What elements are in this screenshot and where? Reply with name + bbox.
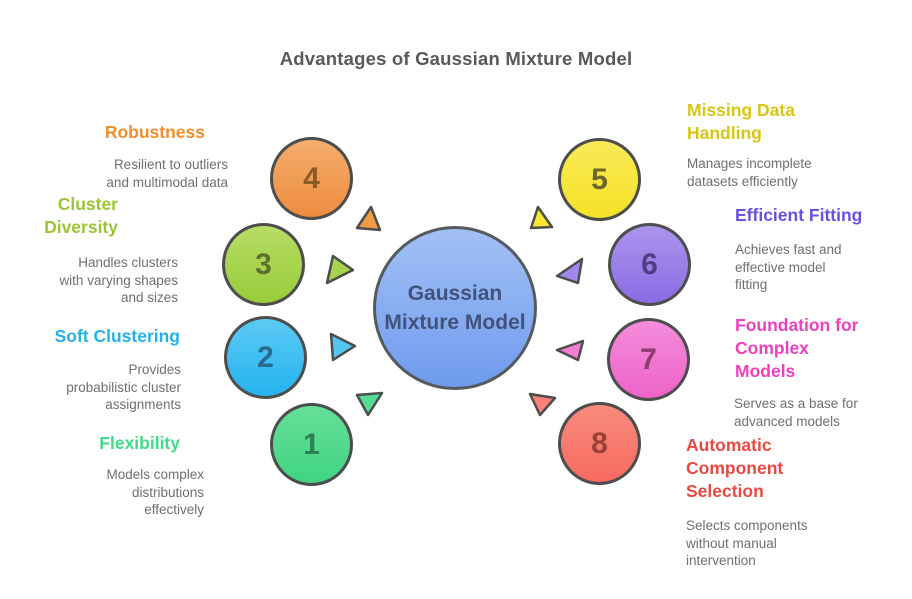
- node-number-1: 1: [303, 427, 320, 461]
- node-circle-8: 8: [558, 402, 641, 485]
- node-number-2: 2: [257, 340, 274, 374]
- node-number-3: 3: [255, 247, 272, 281]
- description-missing-data-handling: Manages incomplete datasets efficiently: [687, 156, 812, 189]
- description-robustness: Resilient to outliers and multimodal dat…: [106, 157, 228, 190]
- arrow-icon-2: [329, 332, 357, 362]
- node-circle-7: 7: [607, 318, 690, 401]
- arrow-icon-3: [325, 254, 355, 285]
- heading-robustness: Robustness: [104, 122, 205, 142]
- heading-missing-data-handling: Missing Data Handling: [687, 100, 795, 143]
- center-node-circle: Gaussian Mixture Model: [373, 226, 537, 390]
- center-node-label: Gaussian Mixture Model: [384, 282, 526, 334]
- description-efficient-fitting: Achieves fast and effective model fittin…: [735, 242, 842, 292]
- heading-soft-clustering: Soft Clustering: [54, 326, 180, 346]
- arrow-icon-4: [355, 205, 382, 232]
- description-cluster-diversity: Handles clusters with varying shapes and…: [59, 255, 178, 305]
- description-soft-clustering: Provides probabilistic cluster assignmen…: [66, 362, 181, 412]
- node-number-6: 6: [641, 247, 658, 281]
- node-circle-2: 2: [224, 316, 307, 399]
- arrow-icon-5: [529, 205, 554, 230]
- heading-foundation-complex-models: Foundation for Complex Models: [735, 315, 859, 381]
- node-number-4: 4: [303, 161, 320, 195]
- arrow-icon-8: [528, 392, 557, 417]
- node-circle-3: 3: [222, 223, 305, 306]
- node-circle-4: 4: [270, 137, 353, 220]
- description-automatic-component-selection: Selects components without manual interv…: [686, 518, 808, 568]
- node-circle-6: 6: [608, 223, 691, 306]
- page-title: Advantages of Gaussian Mixture Model: [279, 48, 633, 69]
- description-flexibility: Models complex distributions effectively: [106, 467, 204, 517]
- node-number-8: 8: [591, 426, 608, 460]
- node-number-5: 5: [591, 162, 608, 196]
- arrow-icon-6: [555, 257, 584, 285]
- description-foundation-complex-models: Serves as a base for advanced models: [734, 396, 858, 429]
- arrow-icon-1: [355, 391, 384, 417]
- node-number-7: 7: [640, 342, 657, 376]
- node-circle-1: 1: [270, 403, 353, 486]
- heading-efficient-fitting: Efficient Fitting: [735, 205, 863, 225]
- heading-automatic-component-selection: Automatic Component Selection: [686, 435, 784, 501]
- arrow-icon-7: [555, 339, 585, 362]
- node-circle-5: 5: [558, 138, 641, 221]
- heading-cluster-diversity: Cluster Diversity: [44, 194, 118, 237]
- heading-flexibility: Flexibility: [99, 433, 180, 453]
